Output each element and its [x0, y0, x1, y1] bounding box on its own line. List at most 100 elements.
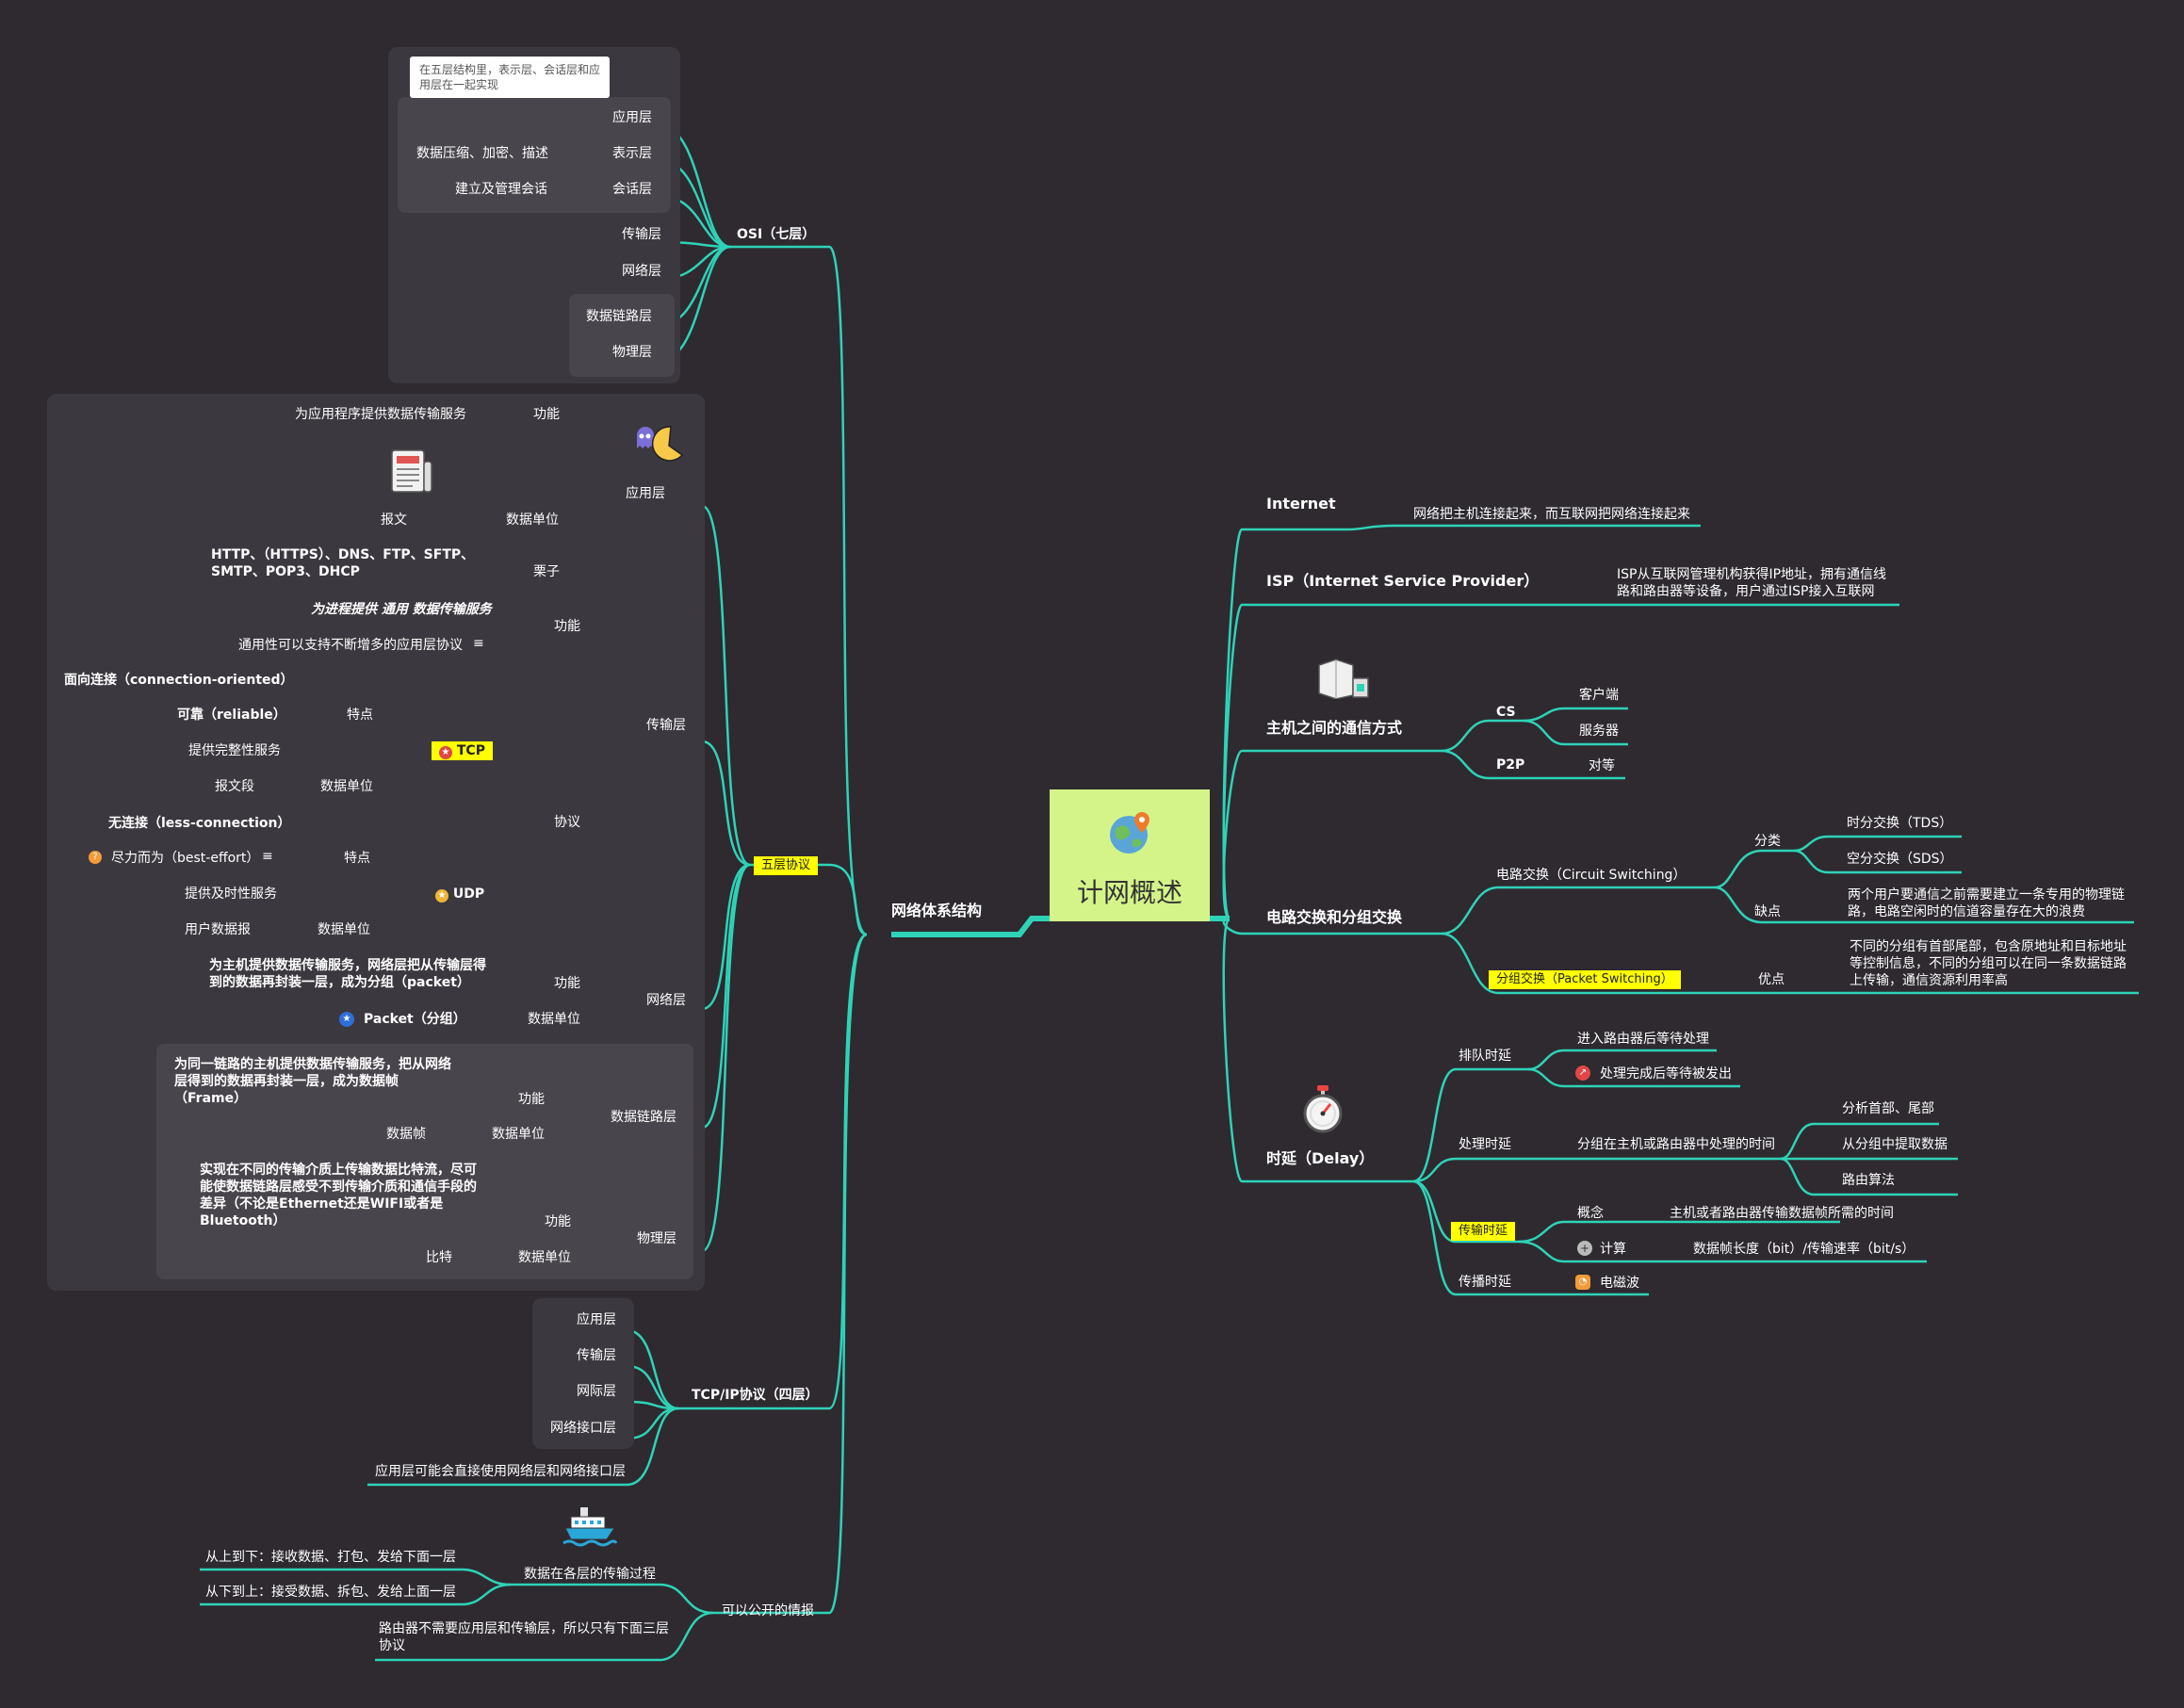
udp-feat-3[interactable]: 提供及时性服务: [185, 887, 277, 902]
delay-trans[interactable]: 传输时延: [1451, 1222, 1516, 1241]
physical-func[interactable]: 实现在不同的传输介质上传输数据比特流，尽可能使数据链路层感受不到传输介质和通信手…: [200, 1163, 477, 1228]
network-func-label[interactable]: 功能: [554, 976, 580, 991]
isp-desc[interactable]: ISP从互联网管理机构获得IP地址，拥有通信线路和路由器等设备，用户通过ISP接…: [1617, 567, 1887, 599]
delay-wave[interactable]: 电磁波: [1600, 1276, 1639, 1291]
transport-proto-label[interactable]: 协议: [554, 815, 580, 830]
tcpip-layer-interface[interactable]: 网络接口层: [550, 1421, 616, 1436]
network-layer-title[interactable]: 网络层: [646, 993, 686, 1008]
central-topic[interactable]: 计网概述: [1050, 789, 1210, 921]
topic-comm[interactable]: 主机之间的通信方式: [1266, 719, 1403, 737]
tcpip-layer-internet[interactable]: 网际层: [577, 1384, 616, 1399]
topic-tcpip[interactable]: TCP/IP协议（四层）: [692, 1388, 819, 1403]
comm-p2p[interactable]: P2P: [1496, 757, 1525, 773]
link-unit[interactable]: 数据帧: [386, 1127, 426, 1142]
udp-feat-1[interactable]: 无连接（less-connection）: [108, 816, 291, 831]
circuit-switching[interactable]: 电路交换（Circuit Switching）: [1496, 868, 1687, 883]
transport-func-label[interactable]: 功能: [554, 619, 580, 634]
circuit-tds[interactable]: 时分交换（TDS）: [1847, 816, 1953, 831]
link-layer-title[interactable]: 数据链路层: [611, 1110, 676, 1125]
circuit-cons-label[interactable]: 缺点: [1754, 904, 1781, 919]
delay-queue-2[interactable]: 处理完成后等待被发出: [1600, 1066, 1732, 1082]
physical-func-label[interactable]: 功能: [545, 1214, 571, 1229]
info-up[interactable]: 从下到上：接受数据、拆包、发给上面一层: [205, 1585, 456, 1600]
osi-layer-session[interactable]: 会话层: [612, 182, 652, 197]
tcp-feat-2[interactable]: 可靠（reliable）: [177, 708, 286, 723]
osi-pres-desc[interactable]: 数据压缩、加密、描述: [416, 146, 548, 161]
info-router[interactable]: 路由器不需要应用层和传输层，所以只有下面三层协议: [379, 1621, 669, 1653]
delay-queue[interactable]: 排队时延: [1459, 1049, 1511, 1064]
tcpip-note[interactable]: 应用层可能会直接使用网络层和网络接口层: [375, 1464, 626, 1479]
delay-concept-label[interactable]: 概念: [1577, 1206, 1604, 1221]
transport-layer-title[interactable]: 传输层: [646, 718, 686, 733]
comm-cs[interactable]: CS: [1496, 705, 1516, 720]
delay-proc-desc[interactable]: 分组在主机或路由器中处理的时间: [1577, 1137, 1775, 1152]
app-func-label[interactable]: 功能: [533, 407, 560, 422]
internet-desc[interactable]: 网络把主机连接起来，而互联网把网络连接起来: [1413, 507, 1690, 522]
topic-switching[interactable]: 电路交换和分组交换: [1266, 908, 1403, 926]
udp-feat-2[interactable]: 尽力而为（best-effort）: [111, 851, 260, 866]
transport-func-2[interactable]: 通用性可以支持不断增多的应用层协议: [238, 638, 463, 653]
tcp-feat-1[interactable]: 面向连接（connection-oriented）: [64, 673, 294, 688]
app-unit[interactable]: 报文: [381, 512, 407, 528]
delay-calc[interactable]: 数据帧长度（bit）/传输速率（bit/s）: [1693, 1242, 1915, 1257]
link-unit-label[interactable]: 数据单位: [492, 1127, 545, 1142]
delay-queue-1[interactable]: 进入路由器后等待处理: [1577, 1032, 1709, 1047]
osi-layer-presentation[interactable]: 表示层: [612, 146, 652, 161]
udp-unit[interactable]: 用户数据报: [185, 922, 251, 937]
app-example-2[interactable]: SMTP、POP3、DHCP: [211, 564, 360, 579]
topic-isp[interactable]: ISP（Internet Service Provider）: [1266, 572, 1540, 590]
osi-layer-transport[interactable]: 传输层: [622, 227, 661, 242]
topic-internet[interactable]: Internet: [1266, 495, 1336, 512]
osi-layer-network[interactable]: 网络层: [622, 264, 661, 279]
osi-sess-desc[interactable]: 建立及管理会话: [455, 182, 547, 197]
circuit-cons[interactable]: 两个用户要通信之前需要建立一条专用的物理链路，电路空闲时的信道容量存在大的浪费: [1848, 887, 2125, 919]
transport-func-1[interactable]: 为进程提供 通用 数据传输服务: [311, 602, 492, 617]
circuit-class-label[interactable]: 分类: [1754, 834, 1781, 849]
link-func-label[interactable]: 功能: [518, 1092, 545, 1107]
network-unit[interactable]: Packet（分组）: [364, 1012, 466, 1027]
tcp-unit-label[interactable]: 数据单位: [320, 779, 373, 794]
osi-layer-app[interactable]: 应用层: [612, 110, 652, 125]
comm-server[interactable]: 服务器: [1579, 724, 1619, 739]
tcpip-layer-transport[interactable]: 传输层: [577, 1348, 616, 1363]
topic-delay[interactable]: 时延（Delay）: [1266, 1149, 1375, 1167]
network-func[interactable]: 为主机提供数据传输服务，网络层把从传输层得到的数据再封装一层，成为分组（pack…: [209, 958, 486, 990]
udp-unit-label[interactable]: 数据单位: [318, 922, 370, 937]
physical-unit[interactable]: 比特: [426, 1250, 452, 1265]
delay-proc-2[interactable]: 从分组中提取数据: [1842, 1137, 1948, 1152]
tcpip-layer-app[interactable]: 应用层: [577, 1312, 616, 1327]
circuit-sds[interactable]: 空分交换（SDS）: [1847, 852, 1953, 867]
tcp-feat-3[interactable]: 提供完整性服务: [188, 743, 281, 758]
app-func[interactable]: 为应用程序提供数据传输服务: [295, 407, 466, 422]
app-unit-label[interactable]: 数据单位: [506, 512, 559, 528]
delay-prop[interactable]: 传播时延: [1459, 1275, 1511, 1290]
topic-five-layer[interactable]: 五层协议: [754, 856, 819, 875]
link-func[interactable]: 为同一链路的主机提供数据传输服务，把从网络层得到的数据再封装一层，成为数据帧（F…: [174, 1057, 451, 1106]
packet-pros[interactable]: 不同的分组有首部尾部，包含原地址和目标地址等控制信息，不同的分组可以在同一条数据…: [1850, 939, 2127, 988]
app-example-1[interactable]: HTTP、（HTTPS）、DNS、FTP、SFTP、: [211, 547, 475, 562]
physical-unit-label[interactable]: 数据单位: [518, 1250, 571, 1265]
delay-concept[interactable]: 主机或者路由器传输数据帧所需的时间: [1670, 1206, 1894, 1221]
info-down[interactable]: 从上到下：接收数据、打包、发给下面一层: [205, 1550, 456, 1565]
physical-layer-title[interactable]: 物理层: [637, 1231, 676, 1246]
udp-node[interactable]: ★ UDP: [435, 886, 484, 903]
packet-switching[interactable]: 分组交换（Packet Switching）: [1489, 970, 1681, 989]
topic-info[interactable]: 可以公开的情报: [722, 1603, 814, 1619]
osi-layer-link[interactable]: 数据链路层: [586, 309, 652, 324]
delay-calc-label[interactable]: 计算: [1600, 1242, 1626, 1257]
delay-proc-1[interactable]: 分析首部、尾部: [1842, 1101, 1934, 1116]
packet-pros-label[interactable]: 优点: [1758, 972, 1785, 987]
app-example-label[interactable]: 栗子: [533, 564, 560, 579]
comm-client[interactable]: 客户端: [1579, 688, 1619, 703]
tcp-feat-label[interactable]: 特点: [347, 708, 373, 723]
delay-proc[interactable]: 处理时延: [1459, 1137, 1511, 1152]
delay-proc-3[interactable]: 路由算法: [1842, 1173, 1895, 1188]
network-unit-label[interactable]: 数据单位: [528, 1012, 580, 1027]
osi-layer-physical[interactable]: 物理层: [612, 345, 652, 360]
topic-arch[interactable]: 网络体系结构: [891, 902, 983, 919]
tcp-node[interactable]: ★ TCP: [432, 741, 493, 760]
info-process[interactable]: 数据在各层的传输过程: [524, 1567, 656, 1582]
comm-peer[interactable]: 对等: [1589, 758, 1615, 773]
udp-feat-label[interactable]: 特点: [344, 851, 370, 866]
app-layer-title[interactable]: 应用层: [626, 486, 665, 501]
